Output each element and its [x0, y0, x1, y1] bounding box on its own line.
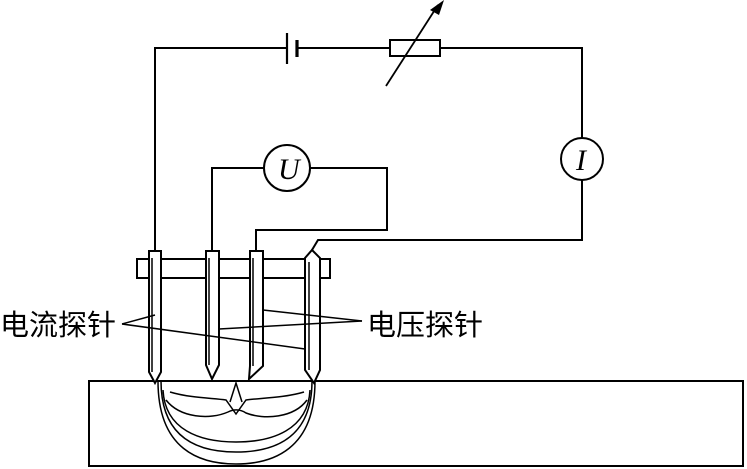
current-probe-right [304, 248, 321, 386]
weld-nugget [157, 380, 316, 465]
ammeter-icon: I [560, 137, 604, 181]
probe-holder-bar [136, 258, 331, 279]
voltage-probe-leaders [218, 309, 363, 330]
voltmeter-symbol: U [278, 153, 302, 186]
variable-resistor-icon [385, 0, 444, 87]
weld-tip-mark [229, 380, 243, 403]
voltmeter-icon: U [263, 144, 311, 192]
voltage-probe-label: 电压探针 [367, 308, 483, 342]
current-probe-left [148, 250, 162, 386]
current-circuit-wires [154, 47, 583, 255]
battery-icon [285, 33, 299, 64]
voltage-probe-right [247, 250, 264, 382]
voltage-probe-left [205, 250, 220, 382]
workpiece-plate [88, 380, 744, 467]
voltage-circuit-wires [211, 167, 388, 255]
current-probe-label: 电流探针 [0, 308, 116, 342]
ammeter-symbol: I [575, 144, 588, 177]
current-probe-leaders [121, 314, 306, 350]
